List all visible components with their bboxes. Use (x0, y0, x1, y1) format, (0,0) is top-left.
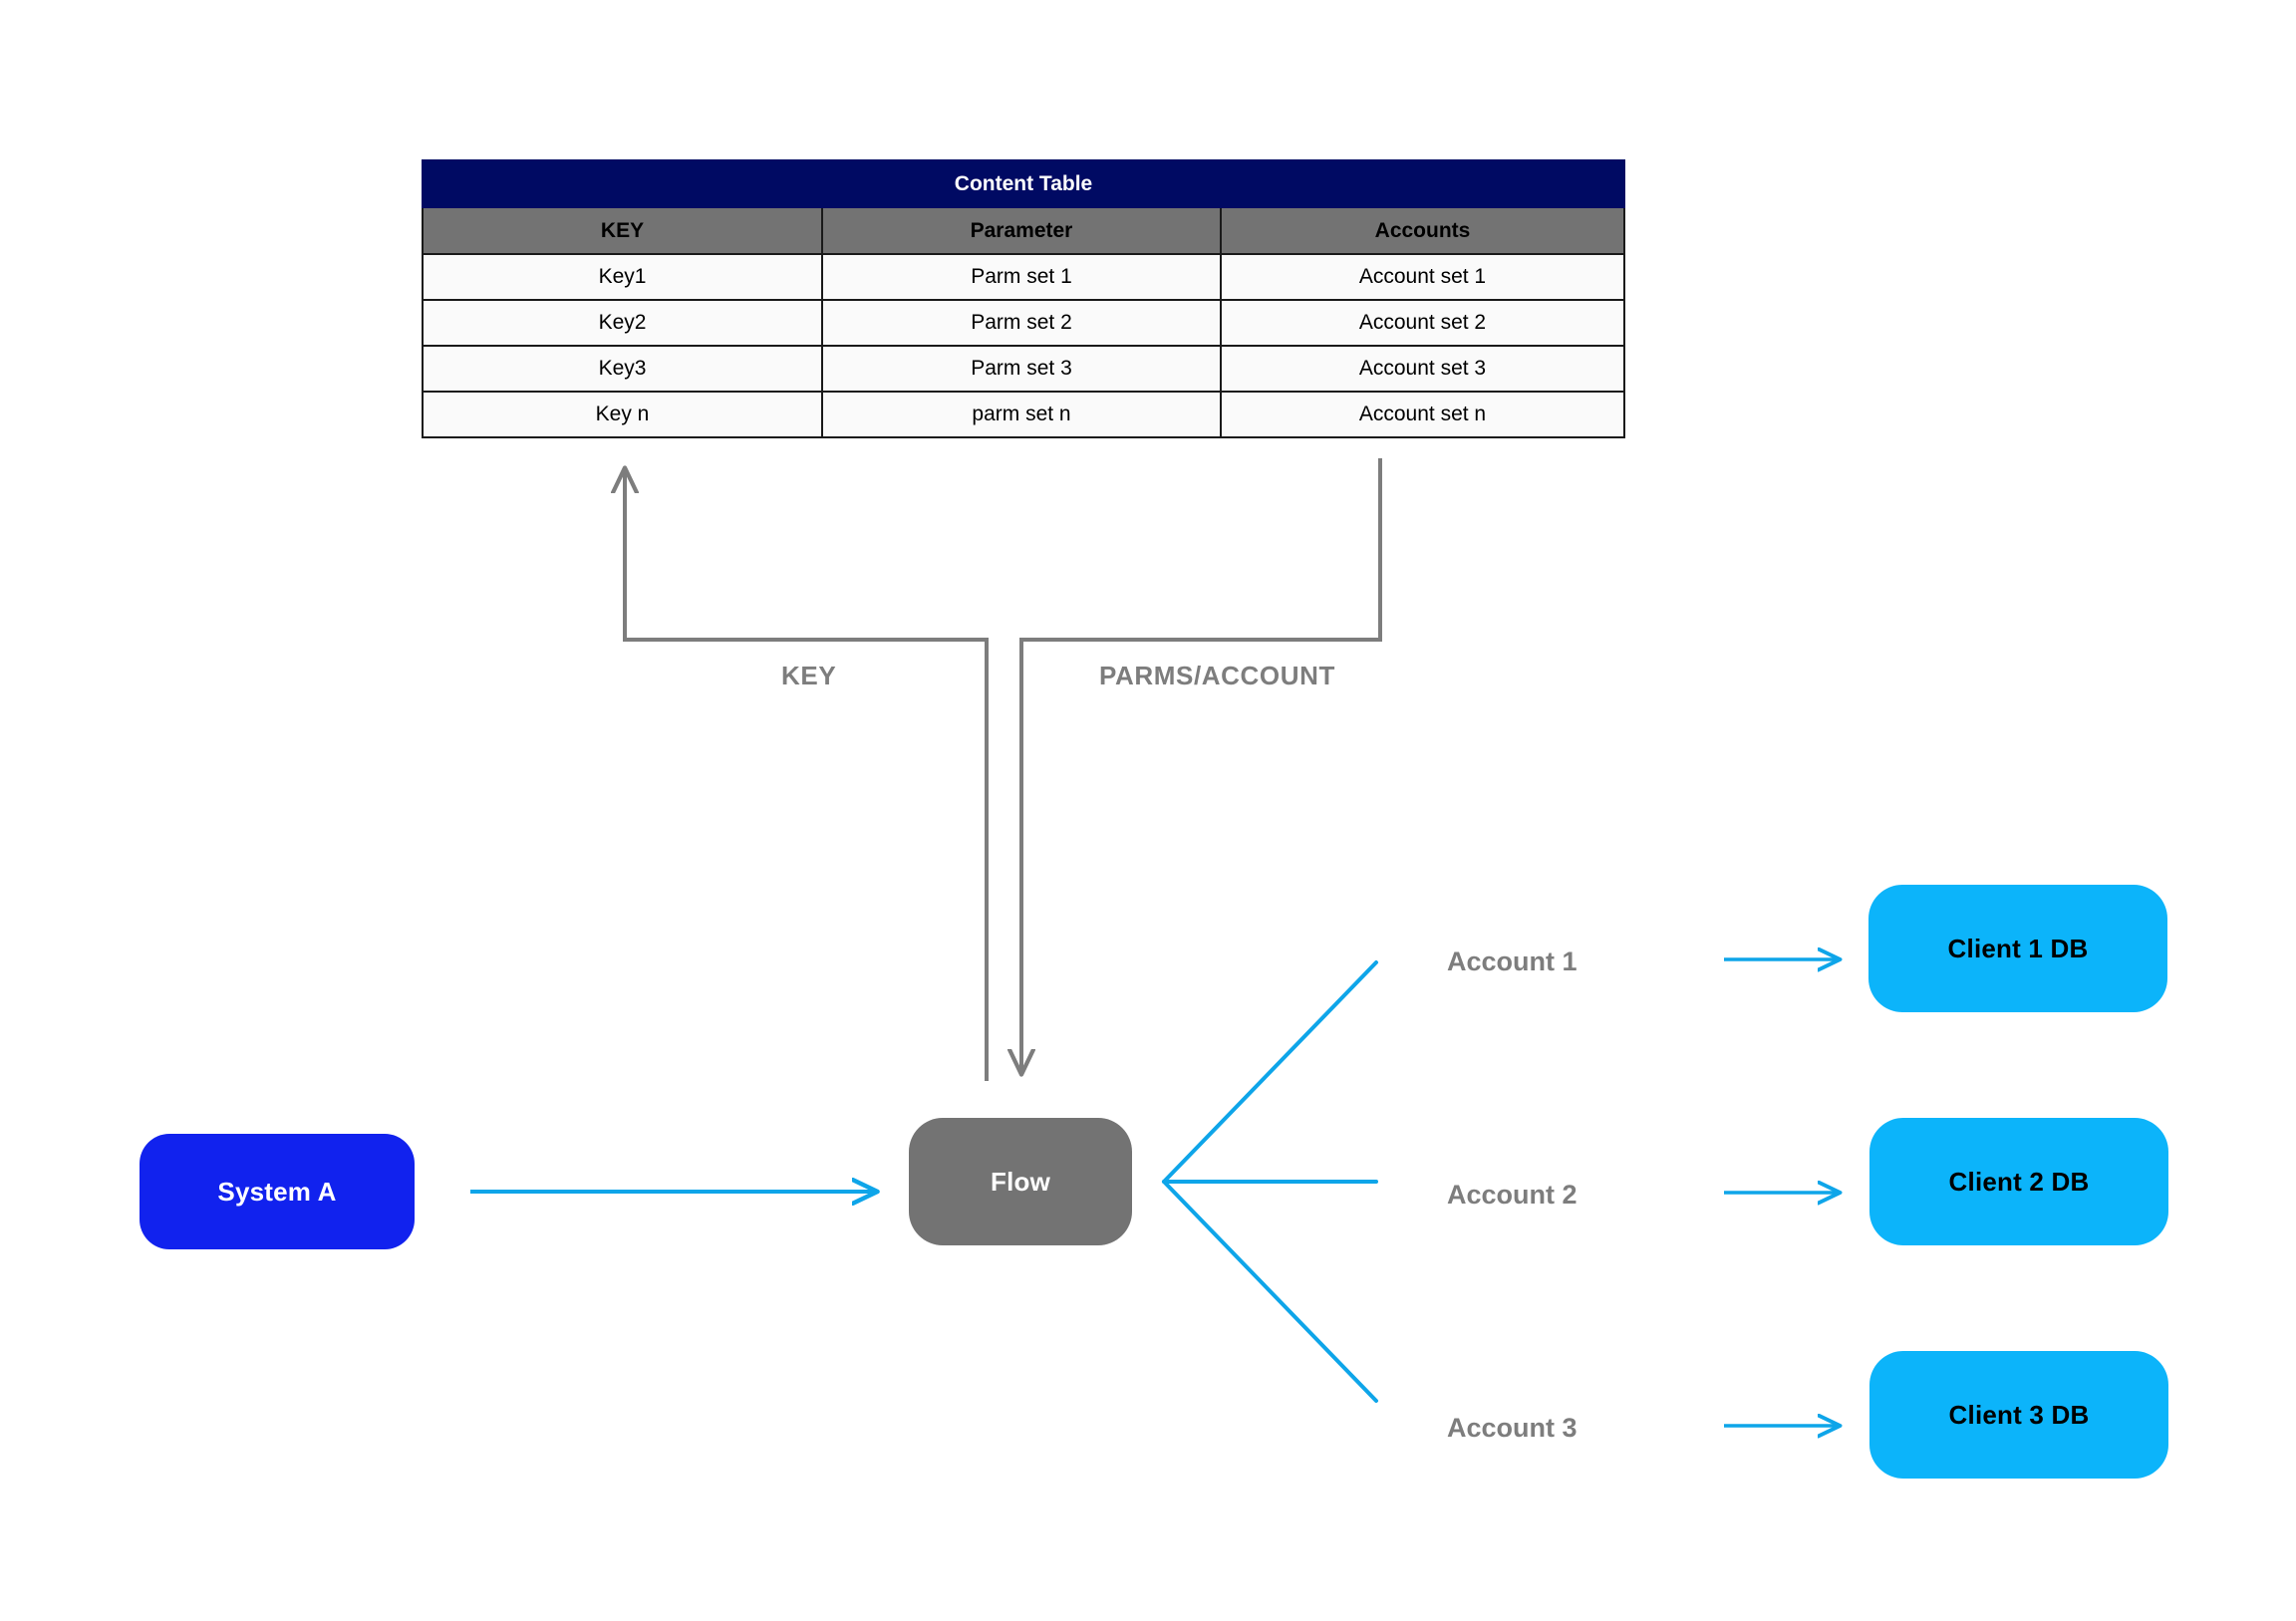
node-flow: Flow (909, 1118, 1132, 1245)
table-title: Content Table (421, 159, 1626, 208)
table-row: Key2 Parm set 2 Account set 2 (422, 299, 1626, 347)
node-client-2-db: Client 2 DB (1869, 1118, 2168, 1245)
edge-label-parms-account: PARMS/ACCOUNT (1099, 661, 1335, 690)
edge-key-to-table (625, 468, 989, 1081)
cell-key: Key3 (422, 345, 823, 393)
cell-key: Key2 (422, 299, 823, 347)
edge-flow-to-account-3 (1162, 1180, 1378, 1403)
node-system-a-label: System A (217, 1176, 337, 1207)
edge-label-account-3: Account 3 (1447, 1413, 1578, 1443)
cell-accounts: Account set 2 (1219, 299, 1626, 347)
cell-parameter: Parm set 3 (821, 345, 1222, 393)
cell-parameter: Parm set 1 (821, 253, 1222, 301)
node-client-1-db: Client 1 DB (1868, 885, 2167, 1012)
content-table: Content Table KEY Parameter Accounts Key… (421, 159, 1626, 438)
edge-label-account-2: Account 2 (1447, 1180, 1578, 1210)
cell-accounts: Account set 3 (1219, 345, 1626, 393)
node-client-3-db-label: Client 3 DB (1948, 1399, 2090, 1430)
node-system-a: System A (140, 1134, 415, 1249)
cell-key: Key n (422, 391, 823, 438)
column-header-key: KEY (422, 206, 823, 255)
edge-table-to-flow-parms (1021, 458, 1382, 1074)
table-row: Key3 Parm set 3 Account set 3 (422, 345, 1626, 393)
table-title-row: Content Table (421, 159, 1626, 208)
edge-label-key: KEY (781, 661, 837, 690)
cell-parameter: Parm set 2 (821, 299, 1222, 347)
column-header-accounts: Accounts (1219, 206, 1626, 255)
table-row: Key1 Parm set 1 Account set 1 (422, 253, 1626, 301)
edge-label-account-1: Account 1 (1447, 946, 1578, 976)
cell-accounts: Account set n (1219, 391, 1626, 438)
cell-accounts: Account set 1 (1219, 253, 1626, 301)
node-client-1-db-label: Client 1 DB (1947, 933, 2089, 963)
cell-parameter: parm set n (821, 391, 1222, 438)
edge-flow-to-account-1 (1162, 960, 1378, 1184)
node-client-3-db: Client 3 DB (1869, 1351, 2168, 1479)
table-header-row: KEY Parameter Accounts (422, 206, 1626, 255)
node-client-2-db-label: Client 2 DB (1948, 1166, 2090, 1197)
node-flow-label: Flow (990, 1166, 1050, 1197)
table-row: Key n parm set n Account set n (422, 391, 1626, 438)
cell-key: Key1 (422, 253, 823, 301)
column-header-parameter: Parameter (821, 206, 1222, 255)
